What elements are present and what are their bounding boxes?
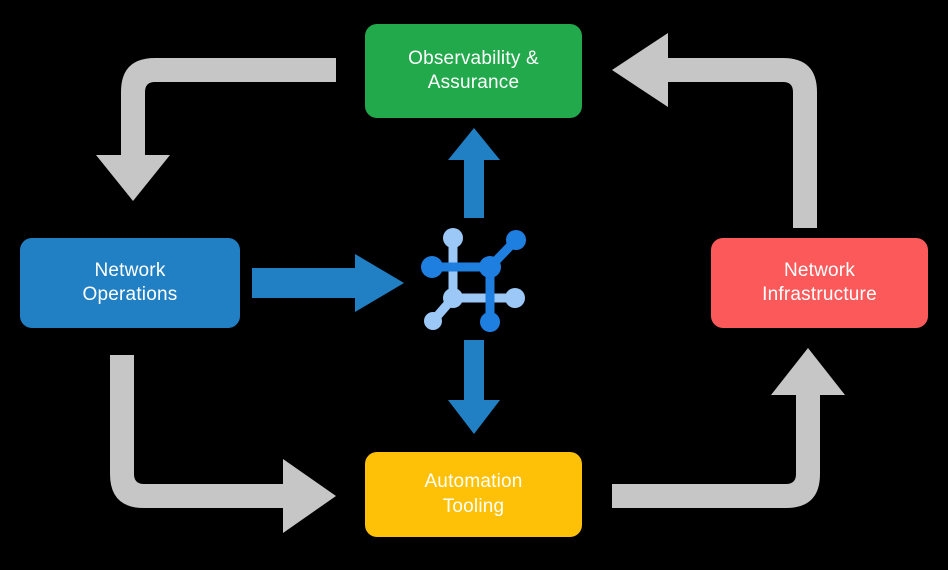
arrow-infrastructure-to-observability bbox=[612, 33, 817, 228]
arrow-observability-to-operations bbox=[96, 58, 336, 201]
node-observability-assurance[interactable]: Observability & Assurance bbox=[365, 24, 582, 118]
node-automation-tooling[interactable]: Automation Tooling bbox=[365, 452, 582, 537]
node-label-automation: Automation Tooling bbox=[424, 471, 523, 517]
node-label-operations: Network Operations bbox=[82, 259, 178, 305]
arrow-hub-to-automation bbox=[448, 340, 500, 434]
arrow-operations-to-automation bbox=[110, 355, 336, 533]
arrow-automation-to-infrastructure bbox=[612, 348, 845, 508]
node-label-infrastructure: Network Infrastructure bbox=[762, 259, 877, 305]
node-label-observability: Observability & Assurance bbox=[408, 47, 539, 93]
network-mesh-icon bbox=[420, 218, 538, 336]
arrow-operations-to-hub bbox=[252, 254, 404, 312]
node-network-operations[interactable]: Network Operations bbox=[20, 238, 240, 328]
arrow-hub-to-observability bbox=[448, 128, 500, 218]
node-network-infrastructure[interactable]: Network Infrastructure bbox=[711, 238, 928, 328]
